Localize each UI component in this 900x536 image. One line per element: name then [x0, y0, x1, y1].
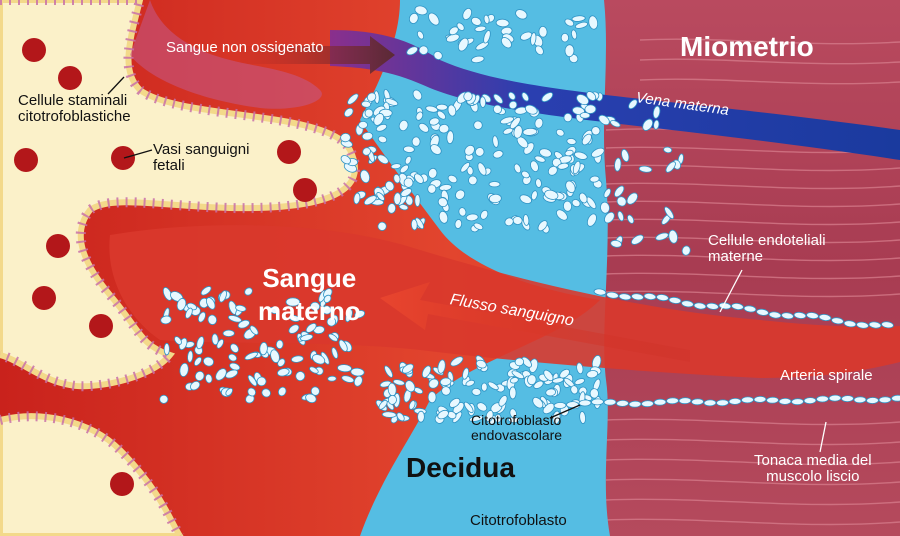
cell: [468, 176, 477, 186]
cell: [566, 401, 578, 407]
cell: [276, 340, 283, 349]
label-sangue-materno-line2: materno: [258, 295, 361, 328]
cell: [411, 219, 418, 230]
cell: [446, 131, 453, 144]
cell: [779, 398, 791, 404]
cell: [513, 216, 523, 225]
cell: [716, 400, 728, 406]
cell: [382, 411, 396, 417]
cell: [641, 400, 653, 406]
cell: [585, 105, 596, 114]
label-cellule-endoteliali-line1: Cellule endoteliali: [708, 233, 826, 249]
label-tonaca-media-line1: Tonaca media del: [754, 453, 872, 469]
cell: [539, 26, 548, 37]
cell: [565, 44, 575, 56]
cell: [480, 97, 486, 108]
label-sangue-non-ossigenato: Sangue non ossigenato: [166, 40, 324, 56]
cell: [164, 343, 169, 355]
cell: [879, 397, 891, 403]
cell: [766, 397, 778, 403]
label-cellule-endoteliali: Cellule endoteliali materne: [708, 233, 826, 265]
label-citotrofoblasto-endovascolare-line1: Citotrofoblasto: [471, 413, 562, 428]
cell: [729, 398, 741, 404]
cell: [527, 374, 536, 385]
cell: [361, 101, 371, 108]
label-miometrio: Miometrio: [680, 32, 814, 61]
cell: [841, 395, 853, 401]
cell: [223, 330, 235, 337]
label-tonaca-media: Tonaca media del muscolo liscio: [754, 453, 872, 485]
label-decidua: Decidua: [406, 453, 515, 482]
cell: [604, 399, 616, 405]
cell: [340, 133, 350, 142]
cell: [629, 401, 641, 407]
cell: [358, 121, 367, 128]
cell: [489, 182, 500, 187]
cell: [691, 399, 703, 405]
cell: [418, 411, 425, 422]
cell: [654, 399, 666, 405]
cell: [679, 397, 691, 403]
cell: [579, 400, 591, 406]
cell: [816, 396, 828, 402]
cell: [804, 397, 816, 403]
cell: [554, 402, 566, 408]
cell: [590, 388, 599, 398]
cell: [415, 195, 420, 207]
cell: [561, 33, 568, 42]
cell: [666, 398, 678, 404]
label-cellule-staminali-line2: citotrofoblastiche: [18, 109, 131, 125]
cell: [791, 398, 803, 404]
label-citotrofoblasto-endovascolare: Citotrofoblasto endovascolare: [471, 413, 562, 442]
cell: [257, 377, 267, 387]
cell: [754, 396, 766, 402]
label-vasi-sanguigni-line1: Vasi sanguigni: [153, 142, 249, 158]
label-arteria-spirale: Arteria spirale: [780, 368, 873, 384]
label-vasi-sanguigni-line2: fetali: [153, 158, 249, 174]
cell: [591, 399, 603, 405]
label-citotrofoblasto-endovascolare-line2: endovascolare: [471, 428, 562, 443]
cell: [394, 193, 402, 205]
cell: [866, 397, 878, 403]
label-citotrofoblasto: Citotrofoblasto: [470, 513, 567, 529]
cell: [159, 395, 168, 404]
cell: [428, 392, 436, 403]
cell: [854, 397, 866, 403]
cell: [412, 137, 420, 147]
label-vasi-sanguigni: Vasi sanguigni fetali: [153, 142, 249, 174]
cell: [328, 376, 337, 381]
label-cellule-staminali-line1: Cellule staminali: [18, 93, 131, 109]
label-tonaca-media-line2: muscolo liscio: [754, 469, 872, 485]
cell: [829, 395, 841, 401]
label-cellule-staminali: Cellule staminali citotrofoblastiche: [18, 93, 131, 125]
cell: [509, 387, 516, 399]
label-sangue-materno: Sangue materno: [258, 262, 361, 329]
cell: [741, 397, 753, 403]
cell: [616, 400, 628, 406]
cell: [564, 113, 572, 122]
label-sangue-materno-line1: Sangue: [258, 262, 361, 295]
cell: [704, 400, 716, 406]
label-cellule-endoteliali-line2: materne: [708, 249, 826, 265]
cell: [481, 383, 487, 391]
